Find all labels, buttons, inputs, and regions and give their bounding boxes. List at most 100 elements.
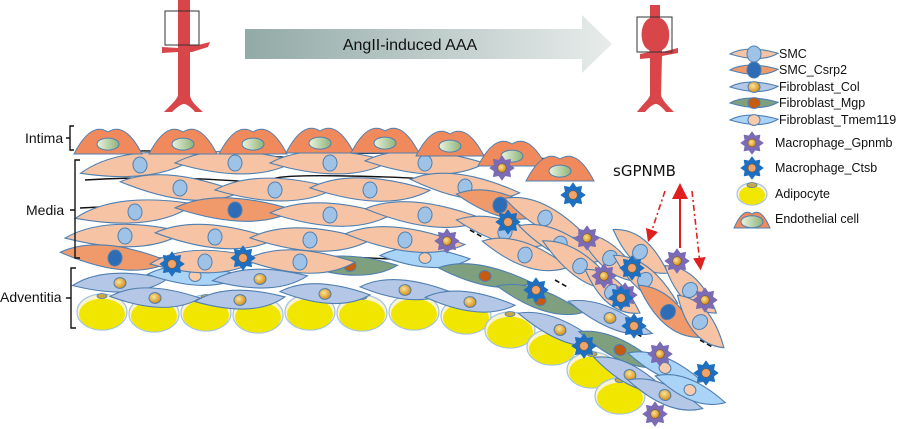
macrophage-core <box>650 409 660 419</box>
nucleus <box>747 81 761 93</box>
nucleus <box>397 231 413 249</box>
macrophage-core <box>582 233 592 243</box>
nucleus <box>362 181 378 199</box>
nucleus <box>658 389 672 401</box>
legend-label: SMC <box>779 47 807 61</box>
cell-fib_col <box>423 290 517 313</box>
macrophage-gpnmb <box>434 228 460 254</box>
legend-swatch-smc-csrp2 <box>728 61 780 79</box>
media-label: Media <box>26 202 64 218</box>
normal-aorta-illustration <box>162 0 210 112</box>
nucleus <box>253 273 267 285</box>
macrophage-gpnmb <box>647 341 673 367</box>
cell-smc <box>63 223 187 248</box>
cell-smc <box>308 177 432 202</box>
paracrine-arrow-left <box>645 190 666 243</box>
legend-label: Fibroblast_Mgp <box>779 96 865 110</box>
adipocyte <box>594 377 646 415</box>
nucleus <box>107 249 123 267</box>
nucleus <box>746 61 762 79</box>
nucleus <box>747 97 761 109</box>
nucleus <box>318 288 332 300</box>
adipocyte <box>336 294 388 332</box>
endothelial-cell <box>73 128 143 155</box>
legend-item-smc-csrp2: SMC_Csrp2 <box>728 61 847 79</box>
nucleus <box>463 296 477 308</box>
macrophage-core <box>629 321 639 331</box>
nucleus <box>660 303 676 321</box>
macrophage-ctsb <box>608 285 634 311</box>
cell-smc <box>243 249 357 274</box>
legend-label: Fibroblast_Tmem119 <box>779 113 896 127</box>
normal-aorta <box>162 0 210 112</box>
legend-swatch-fib-tmem <box>728 114 780 126</box>
macrophage-core <box>568 190 578 200</box>
adipocyte <box>388 293 440 331</box>
cell-fib_tmem <box>654 373 727 406</box>
macrophage-core <box>167 259 177 269</box>
legend-label: Macrophage_Gpnmb <box>775 136 892 150</box>
macrophage-core <box>503 217 513 227</box>
cell-fib_col <box>278 283 372 305</box>
legend-item-mac-ctsb: Macrophage_Ctsb <box>740 156 877 180</box>
aneurysm-aorta-illustration <box>636 5 678 112</box>
nucleus <box>438 139 462 153</box>
macrophage-core <box>238 253 248 263</box>
adventitia-bracket <box>66 267 76 329</box>
adipocyte <box>484 311 536 349</box>
nucleus <box>691 314 709 330</box>
legend-label: Fibroblast_Col <box>779 80 860 94</box>
legend-swatch-fib-col <box>728 81 780 93</box>
cell-fib_tmem <box>626 351 704 384</box>
aneurysm-aorta <box>637 5 678 112</box>
legend-label: Macrophage_Ctsb <box>775 161 877 175</box>
nucleus <box>478 270 492 282</box>
endothelial-cell <box>148 128 218 155</box>
macrophage-ctsb <box>230 245 256 271</box>
nucleus <box>207 228 223 246</box>
macrophage-gpnmb <box>591 263 617 289</box>
nucleus <box>500 149 524 163</box>
nucleus <box>398 284 412 296</box>
nucleus <box>492 196 508 214</box>
macrophage-ctsb <box>523 277 549 303</box>
macrophage-gpnmb <box>664 248 690 274</box>
macrophage-core <box>655 349 665 359</box>
intima-label: Intima <box>25 130 63 146</box>
macrophage-core <box>616 293 626 303</box>
macrophage-ctsb <box>693 360 719 386</box>
macrophage-core <box>497 163 507 173</box>
nucleus <box>148 292 162 304</box>
macrophage-ctsb <box>619 255 645 281</box>
macrophage-core <box>599 271 609 281</box>
macrophage-ctsb <box>159 251 185 277</box>
nucleus <box>233 294 247 306</box>
legend-item-fib-tmem: Fibroblast_Tmem119 <box>728 113 896 127</box>
cell-smc <box>73 199 196 224</box>
nucleus <box>322 154 338 172</box>
nucleus <box>292 253 308 271</box>
nucleus <box>127 203 143 221</box>
legend-label: Adipocyte <box>775 187 830 201</box>
legend-item-fib-mgp: Fibroblast_Mgp <box>728 96 865 110</box>
legend-swatch-fib-mgp <box>728 97 780 109</box>
legend-item-fib-col: Fibroblast_Col <box>728 80 860 94</box>
sgpnmb-signaling: sGPNMB <box>613 162 706 271</box>
nucleus <box>241 137 265 151</box>
media-layer <box>58 150 725 349</box>
nucleus <box>504 311 516 317</box>
macrophage-ctsb <box>621 313 647 339</box>
nucleus <box>417 154 433 172</box>
macrophage-core <box>579 341 589 351</box>
fiber-fragment <box>554 279 570 289</box>
legend: SMCSMC_Csrp2Fibroblast_ColFibroblast_Mgp… <box>728 45 896 229</box>
legend-swatch-smc <box>728 45 780 63</box>
adipocyte <box>76 293 128 331</box>
nucleus <box>682 281 698 299</box>
endothelial-cell <box>218 128 288 155</box>
media-bracket <box>70 159 80 259</box>
macrophage-gpnmb <box>642 401 668 427</box>
normal-aorta-box <box>164 10 200 46</box>
macrophage-gpnmb <box>574 225 600 251</box>
